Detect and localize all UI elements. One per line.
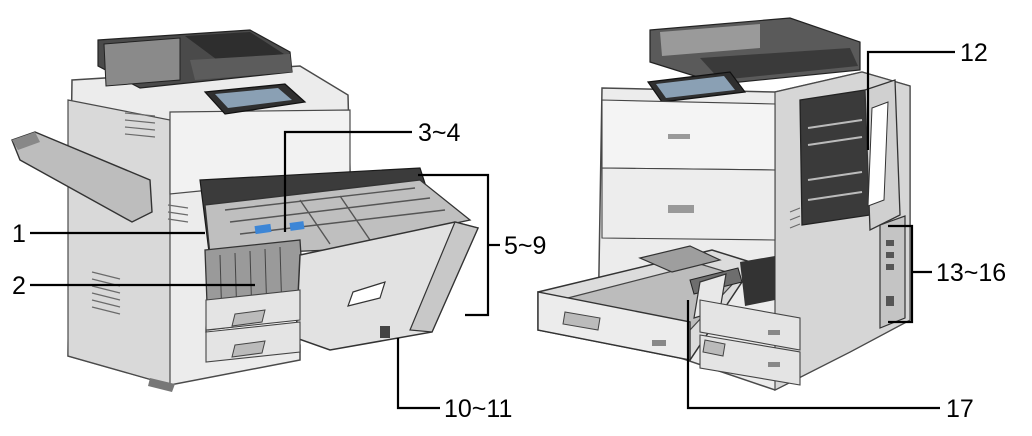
left-lower-drawer: [205, 321, 301, 363]
right-side-ports: [886, 240, 894, 306]
callout-label-12: 12: [960, 39, 988, 67]
leader-lines: [30, 50, 955, 410]
callout-label-3-4: 3~4: [418, 119, 461, 147]
right-lower-drawer: [699, 334, 801, 386]
callout-label-1: 1: [12, 220, 26, 248]
left-blue-handle-upper: [254, 223, 272, 235]
left-door-handle: [347, 281, 386, 307]
callout-label-5-9: 5~9: [504, 232, 546, 260]
leader-line-3-4: [283, 130, 412, 232]
callout-label-13-16: 13~16: [936, 259, 1006, 287]
leader-line-17: [686, 300, 940, 410]
callout-label-10-11: 10~11: [444, 395, 512, 423]
left-copier-illustration: [11, 29, 480, 392]
right-tray-end-fence: [638, 245, 722, 273]
right-side-connector-panel: [879, 215, 906, 329]
right-side-open-cavity: [799, 89, 871, 226]
callout-label-2: 2: [12, 272, 26, 300]
right-side-cavity-guides: [807, 119, 863, 201]
right-copier-vents: [789, 207, 801, 229]
left-transfer-rollers: [224, 187, 446, 245]
leader-bracket-13-16: [888, 224, 914, 324]
callout-label-17: 17: [946, 395, 974, 423]
callout-labels: 1 2 3~4 5~9 10~11 12 13~16 17: [12, 39, 1006, 423]
leader-line-12: [866, 50, 955, 150]
left-copier-vents: [91, 112, 189, 315]
right-copier-illustration: [537, 17, 911, 391]
left-copier-side-panel: [67, 99, 171, 386]
leader-line-10-11: [396, 338, 440, 410]
